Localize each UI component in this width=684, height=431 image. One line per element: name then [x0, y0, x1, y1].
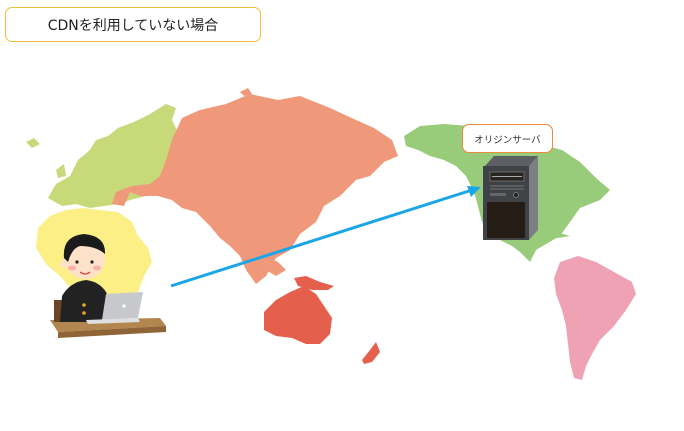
continent-oceania-newzealand [362, 342, 380, 364]
continent-south-america [554, 256, 636, 380]
continent-north-america-caribbean [540, 230, 570, 238]
continent-europe [48, 104, 178, 208]
continent-asia [112, 94, 398, 284]
arrow-head-icon [467, 186, 481, 197]
continent-europe-islands [26, 138, 66, 178]
user-with-laptop-icon [50, 234, 166, 338]
origin-server-label: オリジンサーバ [462, 124, 553, 153]
server-tower-icon [483, 156, 538, 240]
page-title: CDNを利用していない場合 [5, 7, 261, 42]
continent-asia-japan [312, 168, 328, 196]
continent-oceania-newguinea [294, 276, 334, 290]
continent-oceania [264, 286, 332, 344]
connection-arrow [170, 188, 473, 288]
